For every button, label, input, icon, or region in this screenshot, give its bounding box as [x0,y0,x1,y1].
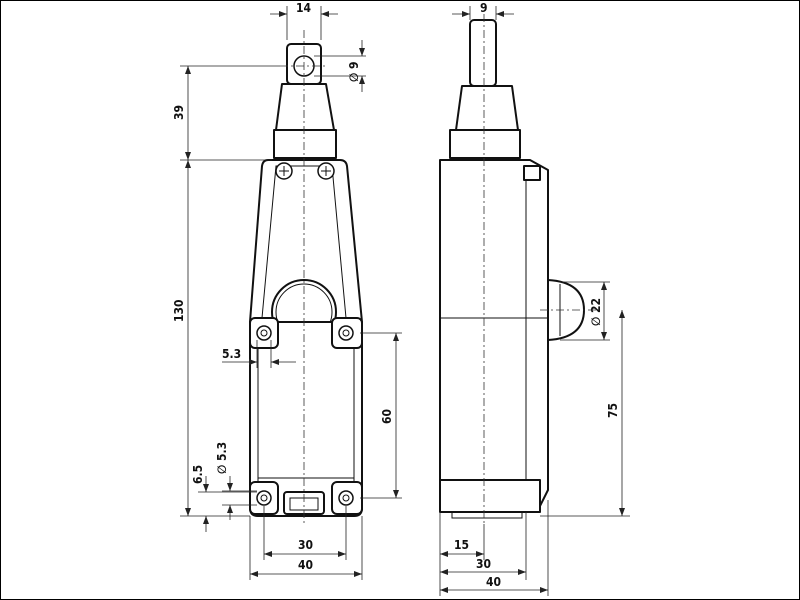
dim-front-hole-lower: ∅ 5.3 [215,442,229,474]
dim-side-top-width: 9 [480,1,488,15]
dim-front-knob-dia: ∅ 9 [347,61,361,82]
dim-side-inner-width: 30 [476,557,491,571]
side-top-tab [523,165,541,181]
side-foot [451,511,523,519]
side-base [439,479,541,513]
dim-front-upper-height: 39 [172,105,186,120]
dim-front-body-width: 40 [298,558,313,572]
side-collar [449,129,521,159]
dim-front-lower-offset: 6.5 [191,465,205,484]
dim-side-button-dia: ∅ 22 [589,298,603,326]
dim-side-half-width: 15 [454,538,469,552]
front-dimensions: 14 ∅ 9 39 130 5.3 60 6.5 [172,1,402,580]
dim-side-body-width: 40 [486,575,501,589]
front-view [249,30,363,524]
side-body [439,159,549,511]
dim-front-hole-upper: 5.3 [222,347,241,361]
side-neck [455,85,519,131]
dim-front-hole-spacing-h: 30 [298,538,313,552]
dim-side-button-height: 75 [606,403,620,418]
side-view [439,14,600,524]
side-dimensions: 9 ∅ 22 75 15 30 40 [439,1,630,596]
front-neck [275,83,335,131]
front-screw-right [317,162,335,180]
front-collar [273,129,337,159]
dim-front-hole-spacing-v: 60 [380,409,394,424]
dim-front-total-height: 130 [172,299,186,322]
front-screw-left [275,162,293,180]
side-plunger [469,19,497,87]
dim-front-top-width: 14 [296,1,312,15]
